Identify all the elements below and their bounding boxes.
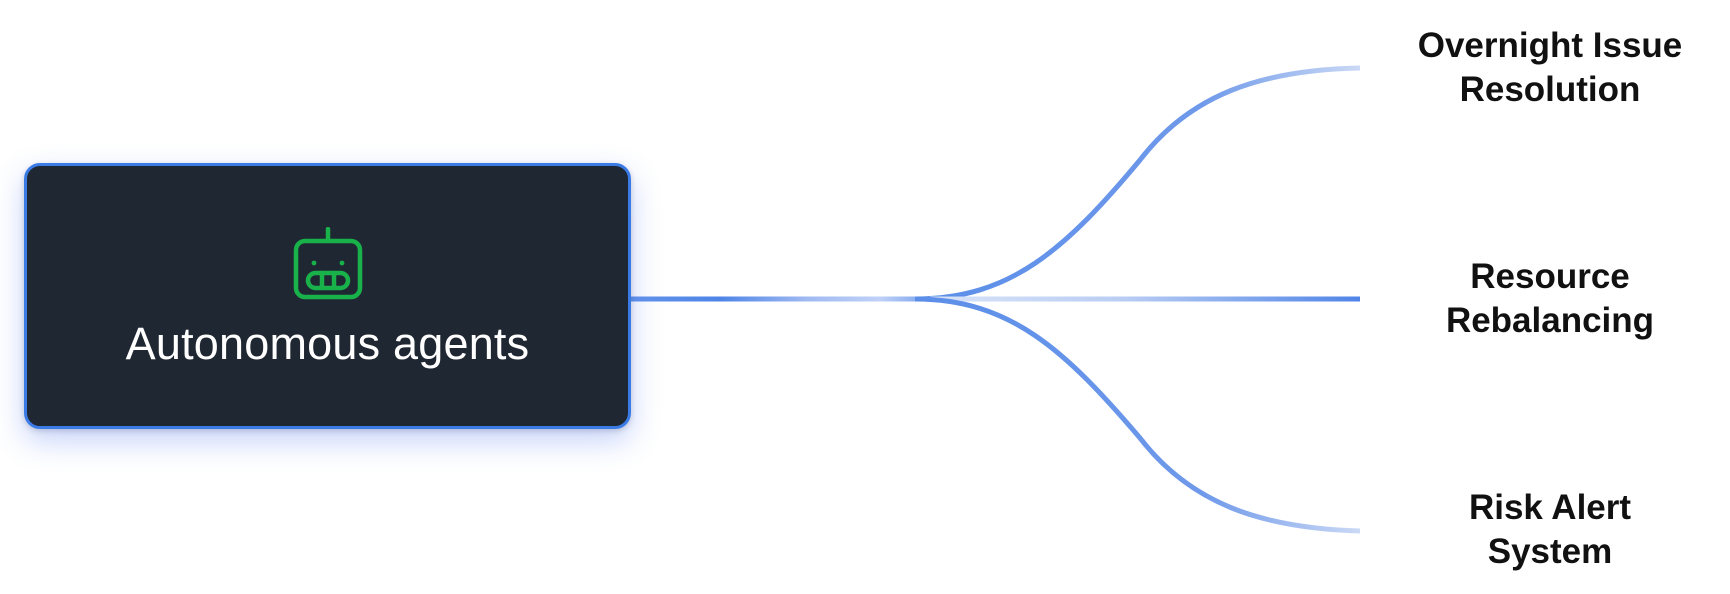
connector-branch-3	[914, 296, 1361, 534]
branch-label-risk-alert-system: Risk Alert System	[1468, 488, 1632, 571]
branch-label-resource-rebalancing: Resource Rebalancing	[1445, 257, 1655, 340]
source-title: Autonomous agents	[125, 317, 530, 369]
source-node: Autonomous agents	[24, 163, 631, 429]
connector-branch-1	[914, 65, 1361, 302]
branch-label-overnight-issue-resolution: Overnight Issue Resolution	[1417, 26, 1683, 109]
robot-icon	[293, 226, 362, 299]
